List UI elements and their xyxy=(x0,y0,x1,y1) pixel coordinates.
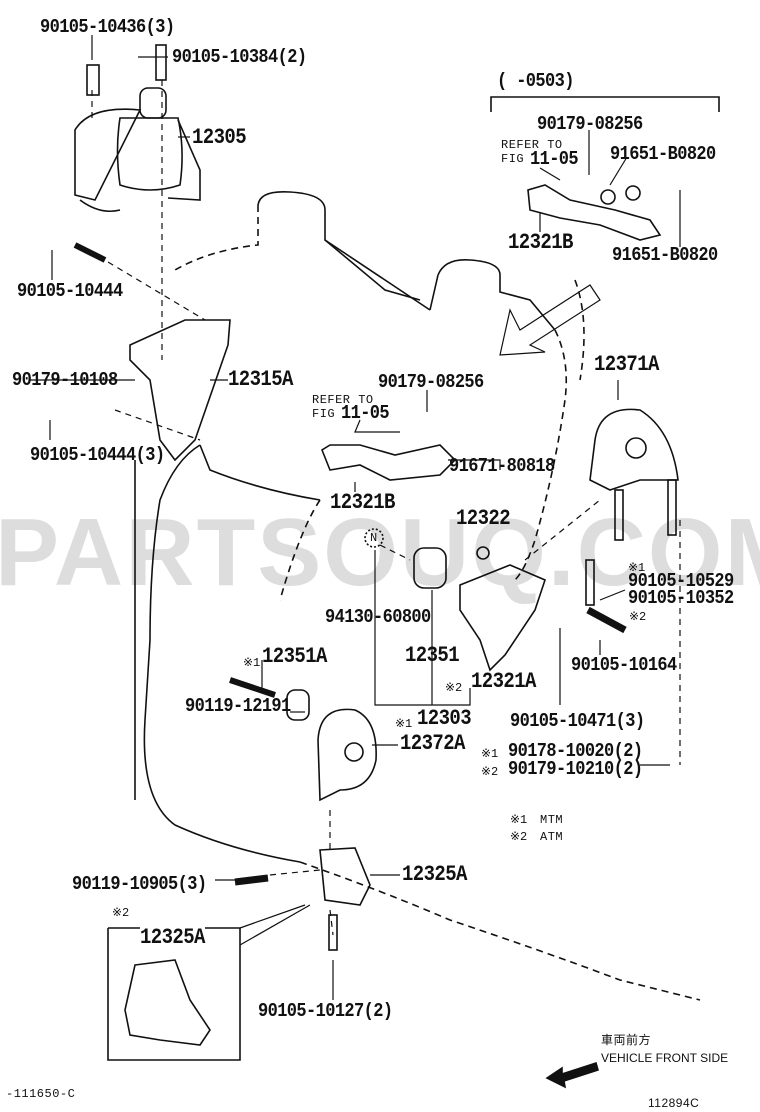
note-mark-1: ※1 xyxy=(481,747,499,761)
refer-fig-link[interactable]: 11-05 xyxy=(530,148,579,171)
legend-mark-2: ※2 xyxy=(510,830,528,844)
bolts-top xyxy=(73,44,167,263)
label-94130-60800: 94130-60800 xyxy=(325,606,431,629)
label-12325a: 12325A xyxy=(402,861,467,887)
label-12321b-mid: 12321B xyxy=(330,489,395,515)
front-arrow-icon xyxy=(545,1061,599,1089)
label-12322: 12322 xyxy=(456,505,511,531)
label-inset-12325a: 12325A xyxy=(140,924,205,950)
n-marker: N xyxy=(370,531,378,545)
label-12305: 12305 xyxy=(192,124,247,150)
part-12351a xyxy=(286,689,310,721)
stud xyxy=(667,479,677,536)
watermark: PARTSOUQ.COM xyxy=(0,499,760,606)
label-90119-12191: 90119-12191 xyxy=(185,695,291,718)
label-91651-b0820-a: 91651-B0820 xyxy=(610,143,716,166)
label-90105-10444: 90105-10444 xyxy=(17,280,123,303)
label-12371a: 12371A xyxy=(594,351,659,377)
label-90179-10210: 90179-10210(2) xyxy=(508,758,643,781)
label-90105-10127: 90105-10127(2) xyxy=(258,1000,393,1023)
label-12372a: 12372A xyxy=(400,730,465,756)
b-marker xyxy=(600,189,616,205)
inset-pointer xyxy=(239,904,311,946)
note-mark-1: ※1 xyxy=(628,561,646,575)
label-90105-10436: 90105-10436(3) xyxy=(40,16,175,39)
bolt-12191 xyxy=(229,677,276,698)
engine-mount-12305 xyxy=(74,87,201,213)
mount-bushing xyxy=(625,437,647,459)
front-label-jp: 車両前方 xyxy=(601,1033,652,1047)
inset-bracket xyxy=(124,959,211,1046)
bolt-10529 xyxy=(585,559,595,606)
label-90179-08256-top: 90179-08256 xyxy=(537,113,643,136)
refer-to-text: REFER TO xyxy=(501,138,563,152)
legend-mark-1: ※1 xyxy=(510,813,528,827)
label-90178-10020: 90178-10020(2) xyxy=(508,740,643,763)
note-mark-2: ※2 xyxy=(112,906,130,920)
refer-fig-link[interactable]: 11-05 xyxy=(341,402,390,425)
front-label-en: VEHICLE FRONT SIDE xyxy=(601,1051,729,1065)
bolt-10164 xyxy=(586,606,627,634)
label-12321a: 12321A xyxy=(471,668,536,694)
bracket-12325a xyxy=(319,847,371,906)
refer-fig-text: FIG xyxy=(501,152,525,166)
legend-atm: ATM xyxy=(540,830,564,844)
range-bracket xyxy=(490,96,720,112)
stud xyxy=(614,489,624,541)
label-90179-08256-mid: 90179-08256 xyxy=(378,371,484,394)
refer-fig-text: FIG xyxy=(312,407,336,421)
label-90105-10529: 90105-10529 xyxy=(628,570,734,593)
mount-12371a xyxy=(589,408,679,491)
note-mark-1: ※1 xyxy=(243,656,261,670)
label-12321b-top: 12321B xyxy=(508,229,573,255)
mount-12372a xyxy=(317,708,377,802)
n-marker-circle xyxy=(364,528,384,548)
label-90105-10164: 90105-10164 xyxy=(571,654,677,677)
label-90105-10384: 90105-10384(2) xyxy=(172,46,307,69)
label-91651-b0820-b: 91651-B0820 xyxy=(612,244,718,267)
refer-to-text: REFER TO xyxy=(312,393,374,407)
bracket-12321a xyxy=(459,564,546,672)
bracket-12321b-top xyxy=(527,184,662,241)
label-90105-10471: 90105-10471(3) xyxy=(510,710,645,733)
note-mark-2: ※2 xyxy=(629,610,647,624)
diagram-code: 112894C xyxy=(648,1096,700,1110)
figure-code: -111650-C xyxy=(6,1087,76,1101)
label-90119-10905: 90119-10905(3) xyxy=(72,873,207,896)
part-12351 xyxy=(413,547,447,589)
nut-12322 xyxy=(476,546,490,560)
note-mark-1: ※1 xyxy=(395,717,413,731)
label-90179-10108: 90179-10108 xyxy=(12,369,118,392)
label-range: ( -0503) xyxy=(497,70,574,93)
legend-mtm: MTM xyxy=(540,813,564,827)
label-90105-10352: 90105-10352 xyxy=(628,587,734,610)
label-90105-10444-3: 90105-10444(3) xyxy=(30,444,165,467)
b-marker xyxy=(625,185,641,201)
label-12315a: 12315A xyxy=(228,366,293,392)
mount-bushing xyxy=(344,742,364,762)
note-mark-2: ※2 xyxy=(481,765,499,779)
bracket-12315a xyxy=(129,319,231,462)
direction-arrow xyxy=(499,284,601,356)
label-91671-80818: 91671-80818 xyxy=(449,455,555,478)
label-12351a: 12351A xyxy=(262,643,327,669)
engine-outline xyxy=(134,190,701,1001)
leader-lines xyxy=(30,35,681,1000)
bolt-10127 xyxy=(328,914,338,951)
note-mark-2: ※2 xyxy=(445,681,463,695)
bracket-12321b xyxy=(321,444,457,481)
label-12303: 12303 xyxy=(417,705,472,731)
label-12351: 12351 xyxy=(405,642,460,668)
bolt-10905 xyxy=(234,874,269,886)
